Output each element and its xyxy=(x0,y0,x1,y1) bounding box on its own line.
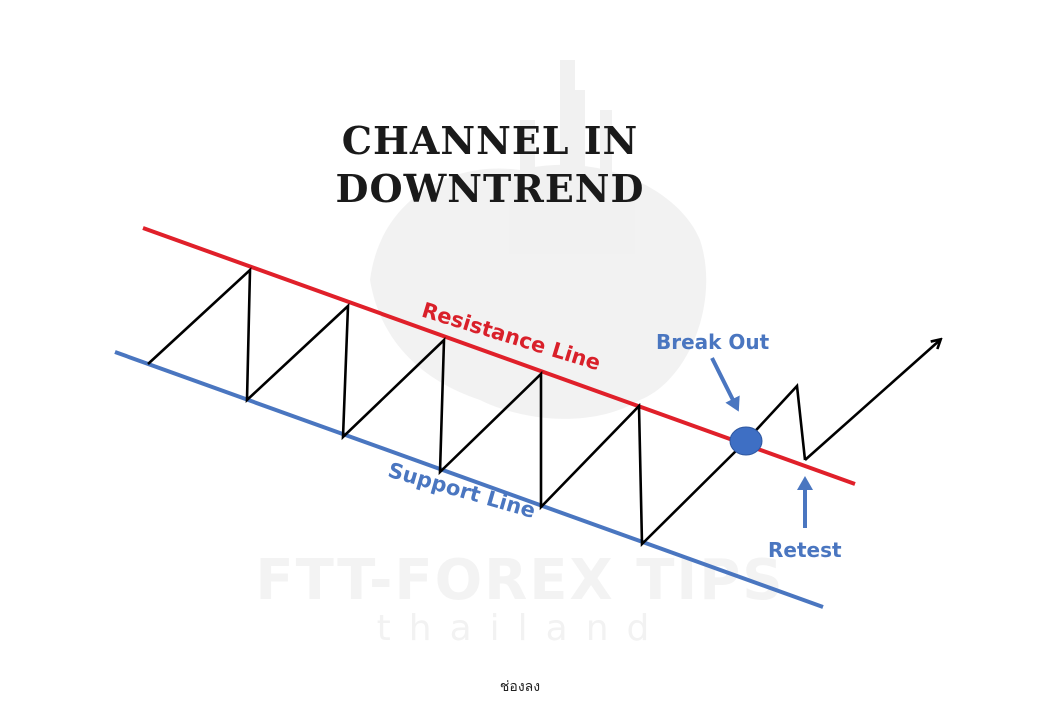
image-caption: ช่องลง xyxy=(499,679,541,695)
breakout-path xyxy=(745,383,807,461)
breakout-label: Break Out xyxy=(656,330,770,354)
diagram-title-line-2: DOWNTREND xyxy=(335,166,645,211)
breakout-marker xyxy=(729,426,763,456)
support-line xyxy=(114,350,824,609)
breakout-callout-arrow xyxy=(710,357,740,412)
retest-label: Retest xyxy=(768,538,842,562)
watermark-subtitle: thailand xyxy=(376,608,668,649)
watermark-bull-icon xyxy=(370,60,707,419)
trend-arrow xyxy=(804,340,940,461)
diagram-title-line-1: CHANNEL IN xyxy=(341,118,639,163)
price-path xyxy=(147,266,747,548)
